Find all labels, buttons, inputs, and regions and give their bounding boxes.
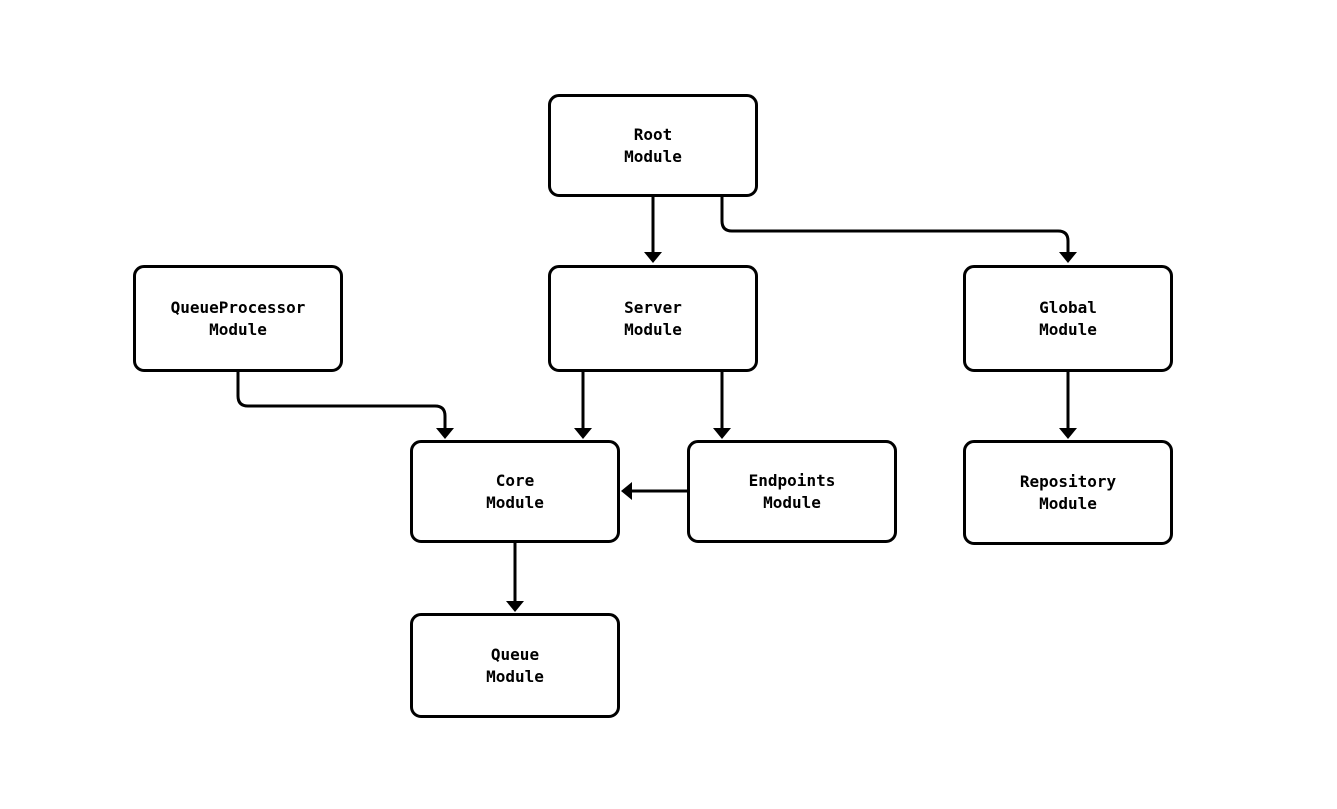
node-global-label-line2: Module [1039, 319, 1097, 339]
node-queueprocessor-label-line1: QueueProcessor [170, 297, 306, 317]
node-endpoints-label-line1: Endpoints [748, 470, 836, 490]
node-server-label-line1: Server [624, 297, 682, 317]
arrowhead-endpoints-to-core [621, 482, 632, 500]
arrowhead-global-to-repository [1059, 428, 1077, 439]
arrowhead-core-to-queue [506, 601, 524, 612]
node-core-label-line2: Module [486, 492, 544, 512]
node-server-label-line2: Module [624, 319, 682, 339]
arrowhead-root-to-server [644, 252, 662, 263]
node-queue-label-line1: Queue [490, 644, 540, 664]
node-root-label-line1: Root [633, 124, 673, 144]
arrowhead-queueprocessor-to-core [436, 428, 454, 439]
arrowhead-root-to-global [1059, 252, 1077, 263]
node-root-label-line2: Module [624, 146, 682, 166]
node-queueprocessor-label-line2: Module [209, 319, 267, 339]
node-core-label-line1: Core [495, 470, 535, 490]
node-endpoints-label-line2: Module [763, 492, 821, 512]
edge-queueprocessor-to-core [236, 372, 447, 428]
arrowhead-server-to-endpoints [713, 428, 731, 439]
node-repository-label-line1: Repository [1019, 471, 1117, 491]
node-queue-label-line2: Module [486, 666, 544, 686]
node-repository-label-line2: Module [1039, 493, 1097, 513]
edge-root-to-global [720, 197, 1070, 252]
arrowhead-server-to-core [574, 428, 592, 439]
node-global-label-line1: Global [1039, 297, 1097, 317]
